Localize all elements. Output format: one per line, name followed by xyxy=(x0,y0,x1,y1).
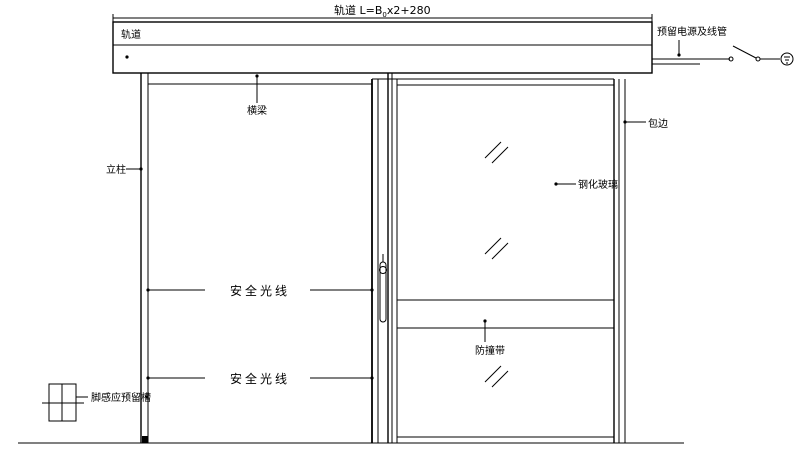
left-post xyxy=(140,73,149,443)
safety-beam-upper: 安全光线 xyxy=(146,283,374,298)
safety-beam-lower: 安全光线 xyxy=(146,371,374,386)
safety-beam-lower-label: 安全光线 xyxy=(230,371,290,386)
beam-annotation: 横梁 xyxy=(247,74,267,117)
beam-label: 横梁 xyxy=(247,104,267,117)
track-length-dimension: 轨道 L=B0x2+280 xyxy=(112,3,653,22)
track-length-sub: 0 xyxy=(382,11,386,19)
guard-strip-annotation: 防撞带 xyxy=(475,319,505,357)
glass-panel-frame xyxy=(397,78,626,443)
foot-sensor-label: 脚感应预留槽 xyxy=(91,391,151,404)
track-rail: 轨道 xyxy=(112,21,653,74)
edging-label: 包边 xyxy=(648,117,668,130)
glass-reflection-marks xyxy=(484,141,509,388)
door-handle xyxy=(379,254,387,323)
edging-annotation: 包边 xyxy=(623,117,668,130)
track-length-main: 轨道 L=B xyxy=(334,3,382,17)
power-supply-annotation: 预留电源及线管 xyxy=(652,25,794,66)
power-label: 预留电源及线管 xyxy=(657,25,727,38)
power-switch-blade xyxy=(732,45,757,59)
glass-label: 钢化玻璃 xyxy=(578,178,618,191)
post-annotation: 立柱 xyxy=(106,163,143,176)
track-label: 轨道 xyxy=(121,28,141,41)
track-length-tail: x2+280 xyxy=(387,4,431,17)
post-label: 立柱 xyxy=(106,163,126,176)
sliding-door-leaf xyxy=(371,73,398,444)
ground-symbol-icon xyxy=(780,52,794,66)
glass-annotation: 钢化玻璃 xyxy=(554,178,618,191)
guard-strip-label: 防撞带 xyxy=(475,344,505,357)
safety-beam-upper-label: 安全光线 xyxy=(230,283,290,298)
track-length-label: 轨道 L=B0x2+280 xyxy=(334,3,431,19)
foot-sensor-slot: 脚感应预留槽 xyxy=(42,383,151,422)
